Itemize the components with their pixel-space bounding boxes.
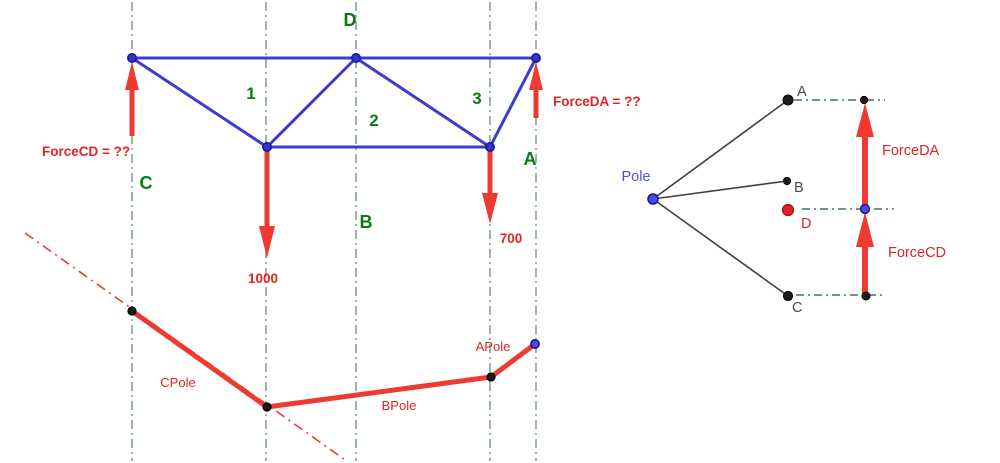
force-cd-result-arrow	[856, 212, 874, 294]
force-cd-result-label: ForceCD	[888, 245, 946, 261]
polygon-c-label: C	[792, 300, 802, 316]
truss-diagonal-ld	[265, 56, 358, 149]
ray-pole-b	[652, 180, 788, 200]
polygon-a-label: A	[797, 84, 807, 100]
truss-members	[130, 56, 538, 149]
panel-3-label: 3	[472, 89, 481, 108]
support-a-label: A	[524, 149, 537, 169]
funicular-point-b[interactable]	[262, 402, 272, 412]
truss-force-arrows	[125, 62, 543, 258]
force-da-arrowhead	[529, 62, 543, 90]
level-point-c[interactable]	[861, 291, 871, 301]
force-da-result-arrow	[856, 103, 874, 206]
truss-diagonal-ra	[488, 56, 538, 149]
load-700-arrow	[482, 151, 498, 224]
truss-nodes	[127, 53, 541, 152]
mid-b-label: B	[360, 212, 373, 232]
truss-diagonal-dr	[354, 56, 492, 149]
cpole-segment	[129, 308, 270, 410]
polygon-point-d[interactable]	[781, 203, 795, 217]
truss-diagonal-cl	[130, 56, 269, 149]
bpole-segment	[264, 374, 494, 410]
truss-node-lower-right[interactable]	[485, 142, 495, 152]
pole-label: Pole	[621, 169, 650, 185]
ray-pole-a	[652, 99, 789, 200]
polygon-b-label: B	[794, 180, 804, 196]
load-700-label: 700	[500, 231, 523, 246]
level-point-a[interactable]	[859, 95, 869, 105]
force-da-arrow	[529, 62, 543, 118]
polygon-point-a[interactable]	[782, 94, 794, 106]
truss-node-a-top[interactable]	[531, 53, 541, 63]
funicular-polygon	[24, 232, 540, 463]
force-polygon	[647, 94, 894, 302]
support-c-label: C	[140, 173, 153, 193]
node-d-label: D	[344, 10, 357, 30]
load-700-arrowhead	[482, 193, 498, 224]
apole-label: APole	[476, 339, 511, 354]
pole-point[interactable]	[647, 193, 659, 205]
funicular-point-a[interactable]	[486, 372, 496, 382]
force-da-unknown-label: ForceDA = ??	[553, 94, 641, 109]
funicular-point-c[interactable]	[127, 306, 137, 316]
ray-pole-c	[652, 198, 789, 297]
truss-node-d[interactable]	[351, 53, 361, 63]
force-cd-arrowhead	[125, 62, 139, 90]
load-1000-arrowhead	[259, 226, 275, 258]
bpole-label: BPole	[382, 398, 417, 413]
force-cd-result-arrowhead	[856, 212, 874, 247]
polygon-point-b[interactable]	[782, 176, 792, 186]
panel-1-label: 1	[246, 84, 255, 103]
funicular-point-apole-end[interactable]	[530, 339, 540, 349]
truss-node-lower-left[interactable]	[262, 142, 272, 152]
force-cd-arrow	[125, 62, 139, 136]
force-da-result-label: ForceDA	[882, 143, 940, 159]
panel-2-label: 2	[369, 111, 378, 130]
force-cd-unknown-label: ForceCD = ??	[42, 144, 130, 159]
truss-node-c-top[interactable]	[127, 53, 137, 63]
load-1000-arrow	[259, 151, 275, 258]
polygon-d-label: D	[801, 216, 811, 232]
polygon-point-c[interactable]	[782, 290, 794, 302]
guide-lines	[131, 2, 537, 461]
apole-segment	[488, 341, 538, 380]
force-da-result-arrowhead	[856, 103, 874, 137]
load-1000-label: 1000	[248, 271, 278, 286]
cpole-label: CPole	[160, 375, 195, 390]
level-point-d[interactable]	[859, 203, 871, 215]
